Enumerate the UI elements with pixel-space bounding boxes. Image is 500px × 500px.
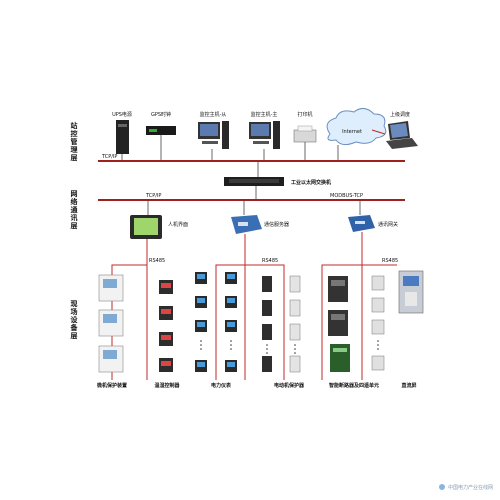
tcpip-mid-label: TCP/IP xyxy=(145,193,161,199)
relay-unit xyxy=(98,345,124,373)
gps-clock-device: GPS时钟 xyxy=(146,111,176,135)
remote-dispatch-laptop: 上级调度 xyxy=(386,111,418,149)
rs485-a-label: RS485 xyxy=(149,258,165,264)
rs485-c-label: RS485 xyxy=(382,258,398,264)
internet-label: Internet xyxy=(342,129,362,135)
hmi-panel: 人机界面 xyxy=(130,215,188,239)
ups-label: UPS电源 xyxy=(112,111,132,118)
relay-protection-stack xyxy=(98,274,124,373)
tier-label-network: 网络通讯层 xyxy=(70,190,79,230)
motor-protector-unit xyxy=(289,355,301,373)
internet-cloud: Internet xyxy=(326,108,387,146)
ellipsis-dots xyxy=(266,344,296,354)
four-remote-unit xyxy=(371,275,385,291)
four-remote-unit xyxy=(371,297,385,313)
comm-gateway: 通讯网关 xyxy=(348,215,398,232)
hmi-label: 人机界面 xyxy=(168,221,188,228)
relay-unit xyxy=(98,274,124,302)
gateway-label: 通讯网关 xyxy=(378,221,398,228)
industrial-ethernet-switch: 工业以太网交换机 xyxy=(224,177,331,186)
host-slave-tower-icon xyxy=(222,121,229,149)
watermark: 中国电力产业在线网 xyxy=(439,484,493,491)
host-slave-computer: 监控主机-从 xyxy=(198,111,229,149)
remote-label: 上级调度 xyxy=(390,111,410,118)
dc-panel-cabinet xyxy=(398,270,424,314)
ellipsis-dots xyxy=(200,340,232,350)
internet-to-remote-link xyxy=(371,129,386,135)
smart-breaker-unit xyxy=(328,310,348,336)
motor-protector-unit xyxy=(262,276,272,292)
dc-panel-label: 直流屏 xyxy=(401,382,416,389)
motor-protector-unit xyxy=(289,275,301,293)
four-remote-unit xyxy=(371,355,385,371)
motor-protector-unit xyxy=(262,324,272,340)
tier-label-field: 现场设备层 xyxy=(70,299,79,340)
host-master-label: 监控主机-主 xyxy=(251,111,278,118)
rs485-b-trunk xyxy=(215,234,246,380)
temp-ctrl-label: 温湿控制器 xyxy=(154,382,180,389)
four-remote-unit xyxy=(371,319,385,335)
smart-breaker-label: 智能断路器及四遥单元 xyxy=(329,382,379,389)
tier-label-network-text: 网络通讯层 xyxy=(70,190,79,230)
motor-protector-unit xyxy=(289,323,301,341)
cloud-icon xyxy=(326,108,387,146)
smart-breaker-stack xyxy=(328,275,385,372)
printer-device: 打印机 xyxy=(293,111,317,143)
host-master-tower-icon xyxy=(273,121,280,149)
motor-protector-unit xyxy=(262,300,272,316)
power-meter-stack xyxy=(195,272,237,372)
relay-protect-label: 微机保护装置 xyxy=(96,382,127,389)
relay-unit xyxy=(98,309,124,337)
motor-protector-stack xyxy=(262,275,301,373)
power-meter-label: 电力仪表 xyxy=(211,382,232,389)
motor-protector-unit xyxy=(289,299,301,317)
tier-label-field-text: 现场设备层 xyxy=(70,299,79,340)
printer-label: 打印机 xyxy=(297,111,312,118)
printer-icon xyxy=(293,129,317,143)
switch-label: 工业以太网交换机 xyxy=(291,179,331,186)
comm-server-label: 通信服务器 xyxy=(264,221,289,228)
smart-breaker-unit xyxy=(328,276,348,302)
temp-controller-stack xyxy=(159,280,173,372)
host-slave-label: 监控主机-从 xyxy=(200,111,227,118)
motor-protect-label: 电动机保护器 xyxy=(274,382,305,389)
tier-label-station: 站控管理层 xyxy=(70,121,79,162)
gps-icon xyxy=(146,126,176,135)
motor-protector-unit xyxy=(262,356,272,372)
watermark-text: 中国电力产业在线网 xyxy=(448,484,493,491)
modbus-label: MODBUS-TCP xyxy=(330,193,363,199)
ups-icon xyxy=(116,120,129,154)
tcpip-top-label: TCP/IP xyxy=(101,154,117,160)
tier-label-station-text: 站控管理层 xyxy=(70,121,79,162)
rs485-b-label: RS485 xyxy=(262,258,278,264)
comm-server: 通信服务器 xyxy=(231,215,289,234)
ups-power-device: UPS电源 xyxy=(112,111,132,154)
gps-label: GPS时钟 xyxy=(151,111,171,118)
ellipsis-dots xyxy=(377,340,379,350)
rs485-c-trunk xyxy=(321,232,363,380)
host-master-computer: 监控主机-主 xyxy=(249,111,280,149)
